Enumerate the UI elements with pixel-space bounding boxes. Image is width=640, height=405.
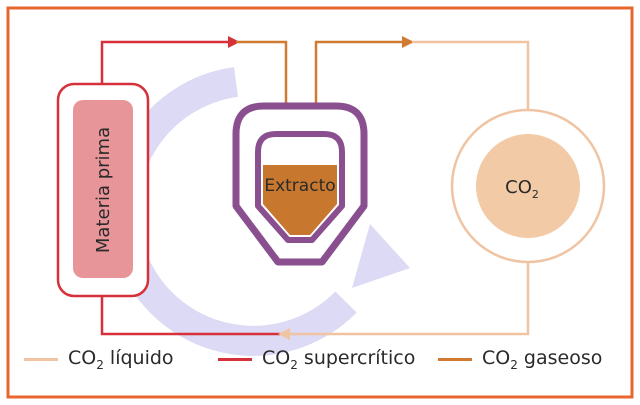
liquid-co2-line xyxy=(278,40,530,340)
outer-frame xyxy=(6,6,634,399)
legend-swatch xyxy=(24,357,58,361)
legend-item-gaseous-co2: CO2 gaseoso xyxy=(438,346,602,372)
legend: CO2 líquido CO2 supercrítico CO2 gaseoso xyxy=(18,346,618,372)
co2-tank-label: CO2 xyxy=(505,177,539,201)
extract-label: Extracto xyxy=(264,176,335,196)
legend-item-liquid-co2: CO2 líquido xyxy=(24,346,174,372)
gaseous-co2-line xyxy=(236,36,414,106)
legend-text: CO2 gaseoso xyxy=(482,346,603,372)
co2-tank: CO2 xyxy=(450,108,606,264)
raw-material-vessel: Materia prima xyxy=(56,82,150,298)
legend-swatch xyxy=(218,357,252,361)
legend-text: CO2 supercrítico xyxy=(262,346,416,372)
legend-swatch xyxy=(438,357,472,361)
supercritical-co2-line xyxy=(100,36,280,336)
extractor-vessel: Extracto xyxy=(232,102,368,266)
raw-material-label: Materia prima xyxy=(93,127,114,253)
legend-item-supercritical-co2: CO2 supercrítico xyxy=(218,346,415,372)
legend-text: CO2 líquido xyxy=(68,346,174,372)
